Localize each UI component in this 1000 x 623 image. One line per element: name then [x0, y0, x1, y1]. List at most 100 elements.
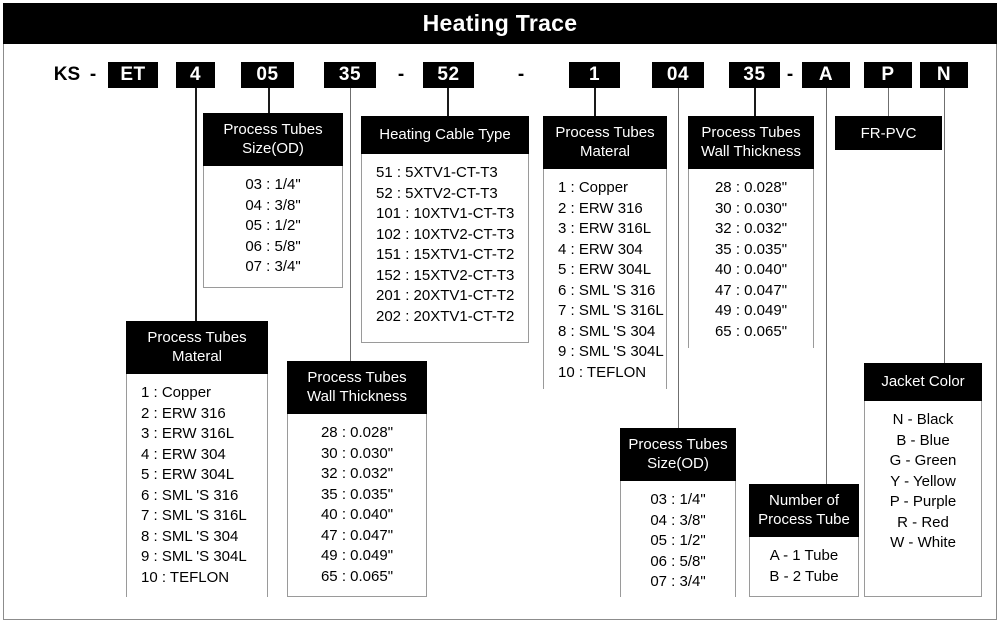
- list-item: 5 : ERW 304L: [141, 466, 235, 483]
- list-item: 49 : 0.049": [320, 547, 394, 564]
- list-item: 3 : ERW 316L: [141, 425, 235, 442]
- legend-body: 51 : 5XTV1-CT-T3 52 : 5XTV2-CT-T3 101 : …: [362, 154, 528, 336]
- connector-line-wall-bottom: [350, 88, 351, 361]
- list-item: 04 : 3/8": [650, 511, 706, 529]
- legend-title-line1: Process Tubes: [628, 436, 728, 453]
- code-segment-jacket-color[interactable]: N: [920, 62, 968, 88]
- code-separator-2: -: [397, 64, 405, 85]
- list-item: N - Black: [892, 411, 954, 428]
- legend-title-line2: Process Tube: [758, 511, 850, 528]
- list-item: 4 : ERW 304: [141, 445, 226, 463]
- legend-header: Process Tubes Materal: [543, 116, 667, 169]
- list-item: 151 : 15XTV1-CT-T2: [376, 246, 515, 263]
- list-item: 4 : ERW 304: [558, 240, 643, 258]
- code-segment-wall-thickness-2[interactable]: 35: [729, 62, 780, 88]
- legend-body: N - Black B - Blue G - Green Y - Yellow …: [865, 401, 981, 563]
- legend-process-tube-material-bottom: Process Tubes Materal 1 : Copper 2 : ERW…: [126, 321, 268, 597]
- list-item: 1 : Copper: [141, 384, 212, 401]
- list-item: 47 : 0.047": [714, 281, 788, 299]
- code-segment-wall-thickness[interactable]: 35: [324, 62, 376, 88]
- legend-process-tube-size-od-top: Process Tubes Size(OD) 03 : 1/4" 04 : 3/…: [203, 113, 343, 288]
- code-segment-et[interactable]: ET: [108, 62, 158, 88]
- legend-process-tube-wall-thickness-top: Process Tubes Wall Thickness 28 : 0.028"…: [688, 116, 814, 351]
- connector-line-material-bottom: [195, 88, 197, 321]
- part-number-code-row: KS - ET 4 05 35 - 52 - 1 04 35 - A P N: [0, 0, 1000, 120]
- list-item: 03 : 1/4": [650, 491, 706, 508]
- legend-title-line1: Number of: [768, 492, 840, 509]
- code-segment-tube-size-2[interactable]: 04: [652, 62, 704, 88]
- list-item: 06 : 5/8": [245, 237, 301, 255]
- title-banner: Heating Trace: [3, 3, 997, 44]
- list-item: 2 : ERW 316: [558, 199, 643, 217]
- list-item: 6 : SML 'S 316: [558, 281, 656, 299]
- code-segment-jacket-material[interactable]: P: [864, 62, 912, 88]
- code-segment-tube-material-2[interactable]: 1: [569, 62, 620, 88]
- code-segment-ks: KS: [53, 64, 81, 85]
- legend-header: Process Tubes Wall Thickness: [287, 361, 427, 414]
- code-segment-tube-count[interactable]: A: [802, 62, 850, 88]
- legend-title-line2: Size(OD): [647, 455, 709, 472]
- legend-title-line2: Materal: [171, 348, 223, 365]
- legend-title-line1: FR-PVC: [860, 124, 917, 142]
- legend-title-line1: Process Tubes: [223, 121, 323, 138]
- list-item: 52 : 5XTV2-CT-T3: [376, 184, 498, 202]
- list-item: 28 : 0.028": [320, 424, 394, 441]
- code-segment-tube-size[interactable]: 05: [241, 62, 294, 88]
- connector-line-jacket-material: [888, 88, 889, 116]
- connector-line-material-top: [594, 88, 596, 116]
- list-item: 9 : SML 'S 304L: [558, 343, 664, 360]
- legend-number-of-process-tube: Number of Process Tube A - 1 Tube B - 2 …: [749, 484, 859, 597]
- list-item: Y - Yellow: [890, 472, 956, 490]
- connector-line-size-od-top: [268, 88, 270, 113]
- legend-title-line2: Wall Thickness: [700, 143, 802, 160]
- legend-header: Jacket Color: [864, 363, 982, 401]
- list-item: B - 2 Tube: [769, 567, 839, 585]
- legend-header: Heating Cable Type: [361, 116, 529, 154]
- code-separator-1: -: [89, 64, 97, 85]
- legend-title-line2: Size(OD): [242, 140, 304, 157]
- legend-title-line2: Wall Thickness: [306, 388, 408, 405]
- list-item: 65 : 0.065": [714, 322, 788, 340]
- list-item: 65 : 0.065": [320, 567, 394, 585]
- list-item: 30 : 0.030": [714, 199, 788, 217]
- legend-body: A - 1 Tube B - 2 Tube: [750, 537, 858, 596]
- connector-line-wall-top: [754, 88, 756, 116]
- list-item: 07 : 3/4": [650, 573, 706, 590]
- legend-title-line1: Heating Cable Type: [379, 126, 511, 143]
- list-item: 49 : 0.049": [714, 302, 788, 319]
- legend-header: Number of Process Tube: [749, 484, 859, 537]
- list-item: 201 : 20XTV1-CT-T2: [376, 287, 515, 304]
- list-item: 101 : 10XTV1-CT-T3: [376, 205, 515, 222]
- legend-body: 1 : Copper 2 : ERW 316 3 : ERW 316L 4 : …: [544, 169, 666, 392]
- legend-process-tube-size-od-bottom: Process Tubes Size(OD) 03 : 1/4" 04 : 3/…: [620, 428, 736, 602]
- list-item: 40 : 0.040": [320, 506, 394, 523]
- list-item: 7 : SML 'S 316L: [558, 302, 664, 319]
- code-segment-cable-type[interactable]: 52: [423, 62, 474, 88]
- legend-body: 03 : 1/4" 04 : 3/8" 05 : 1/2" 06 : 5/8" …: [204, 166, 342, 287]
- legend-body: 28 : 0.028" 30 : 0.030" 32 : 0.032" 35 :…: [689, 169, 813, 351]
- legend-process-tube-material-top: Process Tubes Materal 1 : Copper 2 : ERW…: [543, 116, 667, 392]
- list-item: 05 : 1/2": [245, 217, 301, 234]
- list-item: 05 : 1/2": [650, 532, 706, 549]
- list-item: 10 : TEFLON: [141, 568, 230, 586]
- legend-jacket-color: Jacket Color N - Black B - Blue G - Gree…: [864, 363, 982, 597]
- legend-title-line1: Process Tubes: [307, 369, 407, 386]
- legend-title-line1: Process Tubes: [701, 124, 801, 141]
- list-item: 06 : 5/8": [650, 552, 706, 570]
- legend-title-line1: Process Tubes: [555, 124, 655, 141]
- code-separator-3: -: [517, 64, 525, 85]
- list-item: 32 : 0.032": [714, 220, 788, 237]
- list-item: A - 1 Tube: [769, 547, 839, 564]
- code-segment-tube-material[interactable]: 4: [176, 62, 215, 88]
- list-item: W - White: [890, 534, 956, 551]
- legend-title-line1: Jacket Color: [881, 373, 965, 390]
- list-item: 8 : SML 'S 304: [558, 322, 656, 340]
- list-item: G - Green: [889, 452, 957, 469]
- legend-title-line1: Process Tubes: [147, 329, 247, 346]
- list-item: 47 : 0.047": [320, 526, 394, 544]
- list-item: 03 : 1/4": [245, 176, 301, 193]
- legend-header: Process Tubes Wall Thickness: [688, 116, 814, 169]
- list-item: 1 : Copper: [558, 179, 629, 196]
- list-item: 5 : ERW 304L: [558, 261, 652, 278]
